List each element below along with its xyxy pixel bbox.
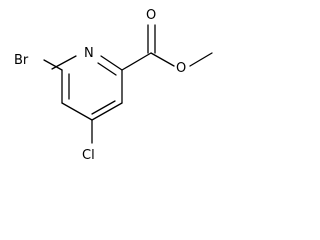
bond-c2-carbonyl-c	[121, 52, 152, 71]
bond-n1-c2	[100, 55, 123, 71]
bond-n1-c2-inner	[97, 62, 117, 76]
chemical-structure-drawing: Br N O O Cl	[14, 8, 213, 163]
atom-label-o-carbonyl: O	[146, 8, 156, 23]
atom-label-br: Br	[14, 53, 29, 68]
structure-canvas: Br N O O Cl	[14, 8, 213, 163]
atom-label-o-ester: O	[176, 61, 186, 76]
bond-o-ester-methyl	[189, 52, 213, 67]
bond-c3-c4-inner	[91, 100, 116, 115]
bond-c6-br	[43, 59, 63, 71]
atom-label-n: N	[84, 46, 94, 61]
bond-c3-c4	[91, 102, 123, 121]
atom-label-cl: Cl	[82, 148, 95, 163]
bond-carbonyl-c-o-ester	[150, 52, 175, 67]
bond-c4-c5	[61, 102, 93, 121]
